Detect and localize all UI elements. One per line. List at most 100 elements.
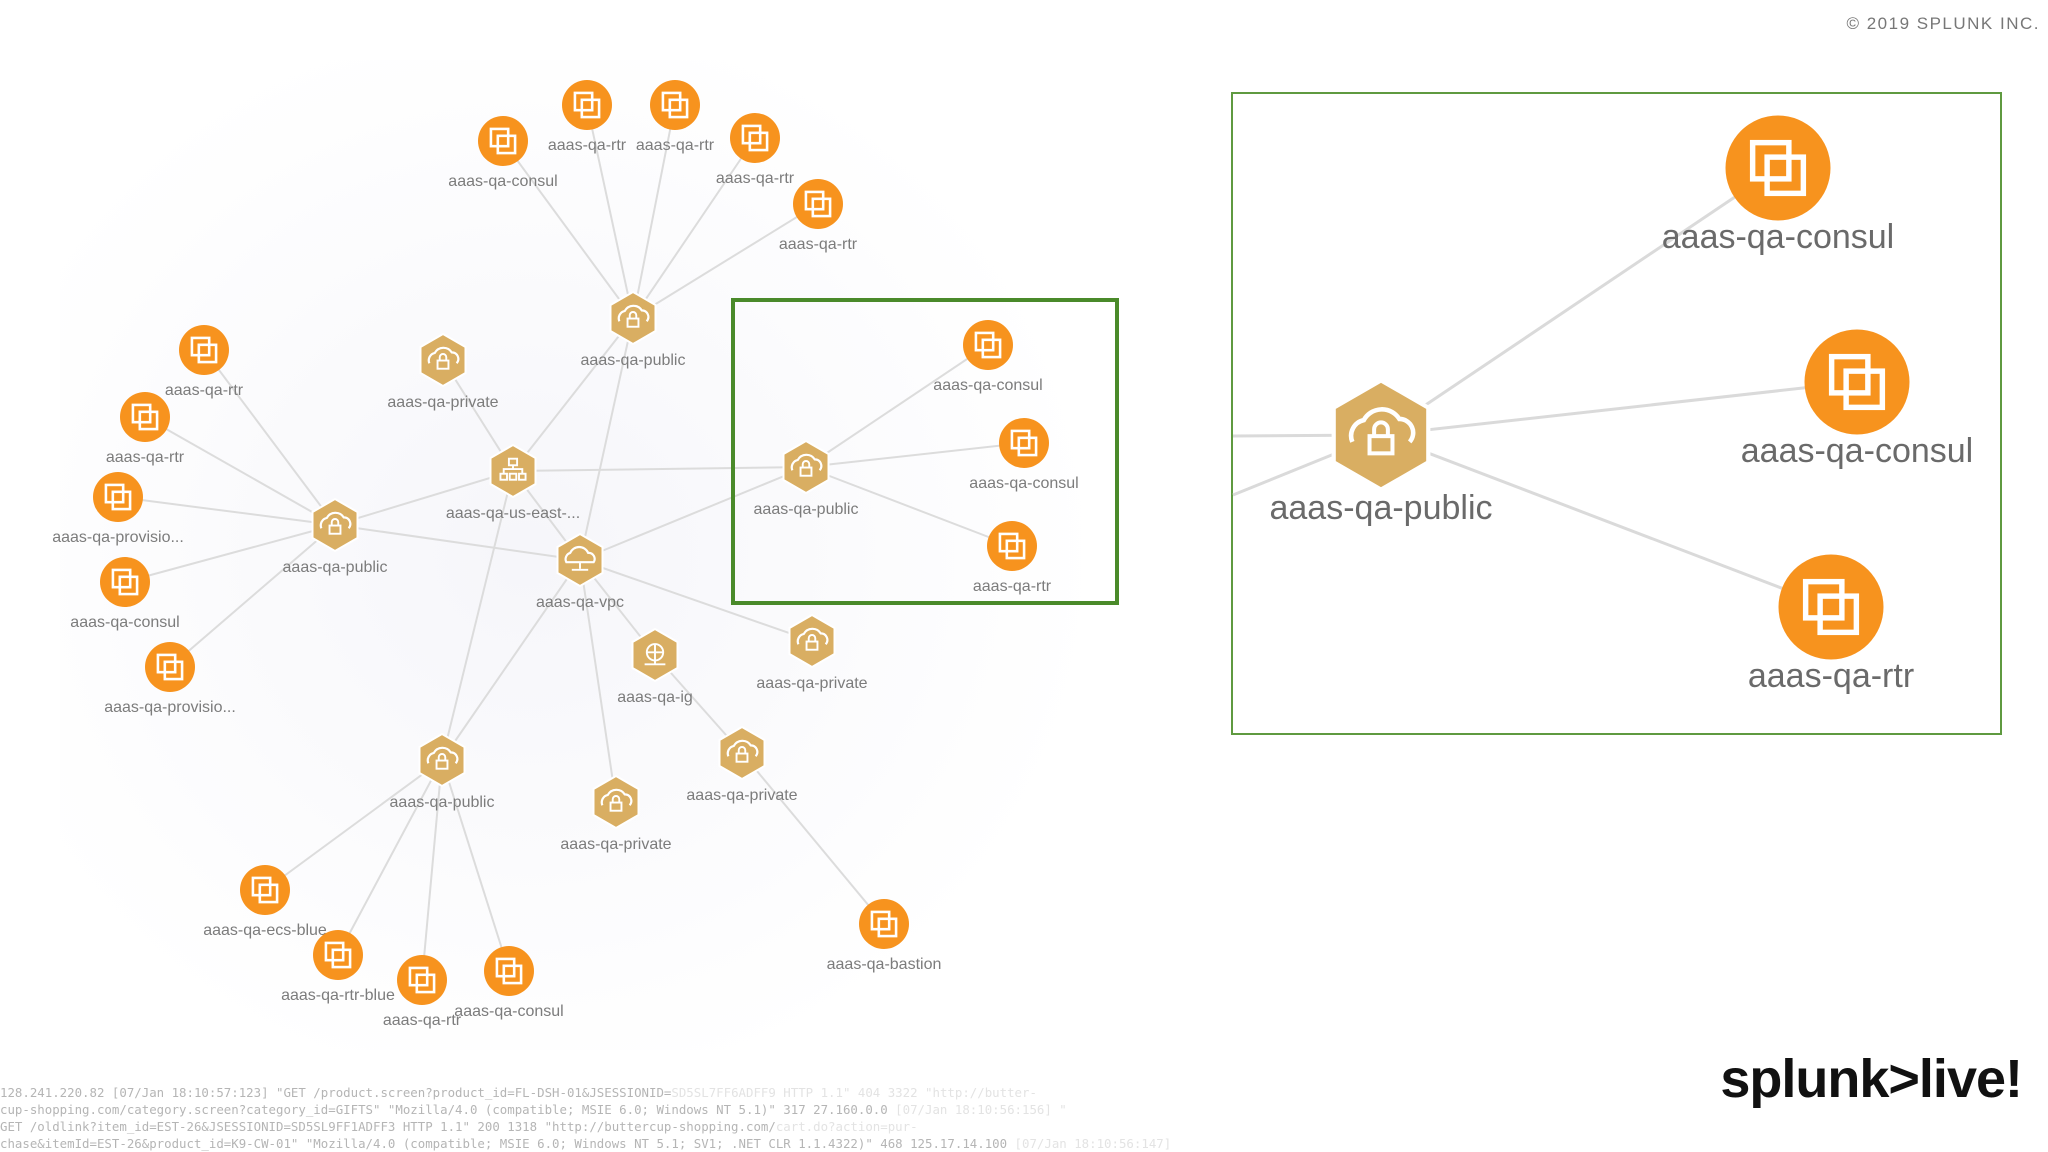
node-label: aaas-qa-provisio...	[52, 529, 184, 546]
log-line: GET /oldlink?item_id=EST-26&JSESSIONID=S…	[0, 1119, 918, 1134]
node-instance[interactable]: aaas-qa-rtr	[165, 325, 244, 399]
zoom-edge-layer	[1232, 166, 1858, 609]
node-instance[interactable]: aaas-qa-ecs-blue	[203, 865, 327, 939]
edge	[512, 466, 807, 472]
instance-square-icon	[562, 80, 612, 130]
edge	[124, 524, 336, 583]
node-instance[interactable]: aaas-qa-rtr	[548, 80, 627, 154]
edge	[421, 759, 443, 981]
node-label: aaas-qa-private	[560, 836, 671, 853]
node-region[interactable]: aaas-qa-us-east-...	[446, 443, 580, 522]
instance-square-icon	[179, 325, 229, 375]
node-subnet[interactable]: aaas-qa-public	[581, 290, 686, 369]
zoom-node-layer: aaas-qa-public aaas-qa-consul aaas-qa-cons…	[1269, 115, 1973, 695]
edge	[579, 559, 813, 642]
node-instance[interactable]: aaas-qa-rtr	[383, 955, 462, 1029]
instance-square-icon	[999, 418, 1049, 468]
node-subnet[interactable]: aaas-qa-public	[390, 732, 495, 811]
vpc-cloud-icon	[556, 532, 604, 588]
edge	[579, 317, 634, 561]
log-line: chase&itemId=EST-26&product_id=K9-CW-01"…	[0, 1136, 1172, 1151]
instance-square-icon	[120, 392, 170, 442]
subnet-lock-icon	[788, 613, 836, 669]
node-subnet[interactable]: aaas-qa-public	[754, 439, 859, 518]
node-label: aaas-qa-rtr	[383, 1012, 462, 1029]
node-subnet[interactable]: aaas-qa-private	[387, 332, 499, 411]
node-subnet[interactable]: aaas-qa-private	[756, 613, 868, 692]
node-instance[interactable]: aaas-qa-rtr	[636, 80, 715, 154]
node-instance[interactable]: aaas-qa-consul	[70, 557, 180, 631]
edge	[805, 344, 989, 468]
instance-square-icon	[793, 179, 843, 229]
node-instance[interactable]: aaas-qa-rtr	[106, 392, 185, 466]
node-instance[interactable]: aaas-qa-provisio...	[104, 642, 236, 716]
node-instance[interactable]: aaas-qa-rtr	[973, 521, 1052, 595]
edge	[805, 466, 1013, 547]
node-gateway[interactable]: aaas-qa-ig	[617, 627, 693, 706]
subnet-lock-icon	[311, 497, 359, 553]
node-label: aaas-qa-rtr	[1748, 657, 1914, 695]
node-label: aaas-qa-private	[387, 394, 498, 411]
copyright-text: © 2019 SPLUNK INC.	[1846, 14, 2040, 33]
subnet-lock-icon	[609, 290, 657, 346]
edge	[441, 470, 514, 761]
node-label: aaas-qa-provisio...	[104, 699, 236, 716]
instance-square-icon	[93, 472, 143, 522]
node-instance[interactable]: aaas-qa-consul	[1662, 115, 1894, 256]
instance-square-icon	[1725, 115, 1831, 221]
instance-square-icon	[484, 946, 534, 996]
node-instance[interactable]: aaas-qa-consul	[969, 418, 1079, 492]
node-label: aaas-qa-public	[581, 352, 686, 369]
highlight-box	[731, 298, 1119, 605]
node-label: aaas-qa-public	[1269, 489, 1492, 527]
node-instance[interactable]: aaas-qa-consul	[933, 320, 1043, 394]
node-label: aaas-qa-rtr	[106, 449, 185, 466]
edge	[632, 104, 676, 319]
node-vpc[interactable]: aaas-qa-vpc	[536, 532, 624, 611]
node-subnet[interactable]: aaas-qa-public	[283, 497, 388, 576]
node-label: aaas-qa-vpc	[536, 594, 624, 611]
node-label: aaas-qa-rtr	[636, 137, 715, 154]
edge	[512, 317, 634, 472]
node-label: aaas-qa-private	[756, 675, 867, 692]
node-instance[interactable]: aaas-qa-consul	[448, 116, 558, 190]
node-label: aaas-qa-consul	[448, 173, 557, 190]
node-instance[interactable]: aaas-qa-rtr	[1748, 554, 1914, 695]
node-label: aaas-qa-us-east-...	[446, 505, 580, 522]
instance-square-icon	[313, 930, 363, 980]
node-instance[interactable]: aaas-qa-provisio...	[52, 472, 184, 546]
edge	[203, 349, 336, 526]
node-subnet[interactable]: aaas-qa-public	[1269, 377, 1493, 527]
subnet-lock-icon	[592, 774, 640, 830]
instance-square-icon	[650, 80, 700, 130]
edge	[1380, 433, 1832, 609]
edge	[117, 496, 336, 526]
node-instance[interactable]: aaas-qa-consul	[454, 946, 564, 1020]
node-instance[interactable]: aaas-qa-bastion	[827, 899, 942, 973]
instance-square-icon	[1804, 329, 1910, 435]
edge	[579, 466, 807, 561]
node-subnet[interactable]: aaas-qa-private	[686, 725, 798, 804]
node-instance[interactable]: aaas-qa-rtr	[716, 113, 795, 187]
edge-layer	[117, 104, 1025, 981]
node-label: aaas-qa-rtr	[165, 382, 244, 399]
subnet-lock-icon	[418, 732, 466, 788]
node-instance[interactable]: aaas-qa-rtr	[779, 179, 858, 253]
node-label: aaas-qa-rtr-blue	[281, 987, 395, 1004]
node-instance[interactable]: aaas-qa-rtr-blue	[281, 930, 395, 1004]
node-label: aaas-qa-rtr	[779, 236, 858, 253]
node-label: aaas-qa-public	[283, 559, 388, 576]
edge	[334, 524, 581, 561]
subnet-lock-icon	[1331, 377, 1431, 493]
internet-gateway-icon	[631, 627, 679, 683]
instance-square-icon	[478, 116, 528, 166]
node-subnet[interactable]: aaas-qa-private	[560, 774, 672, 853]
edge	[1380, 380, 1858, 437]
node-instance[interactable]: aaas-qa-consul	[1741, 329, 1973, 470]
instance-square-icon	[240, 865, 290, 915]
node-label: aaas-qa-consul	[1741, 432, 1973, 470]
node-label: aaas-qa-consul	[933, 377, 1042, 394]
edge	[441, 759, 510, 972]
node-label: aaas-qa-ecs-blue	[203, 922, 327, 939]
